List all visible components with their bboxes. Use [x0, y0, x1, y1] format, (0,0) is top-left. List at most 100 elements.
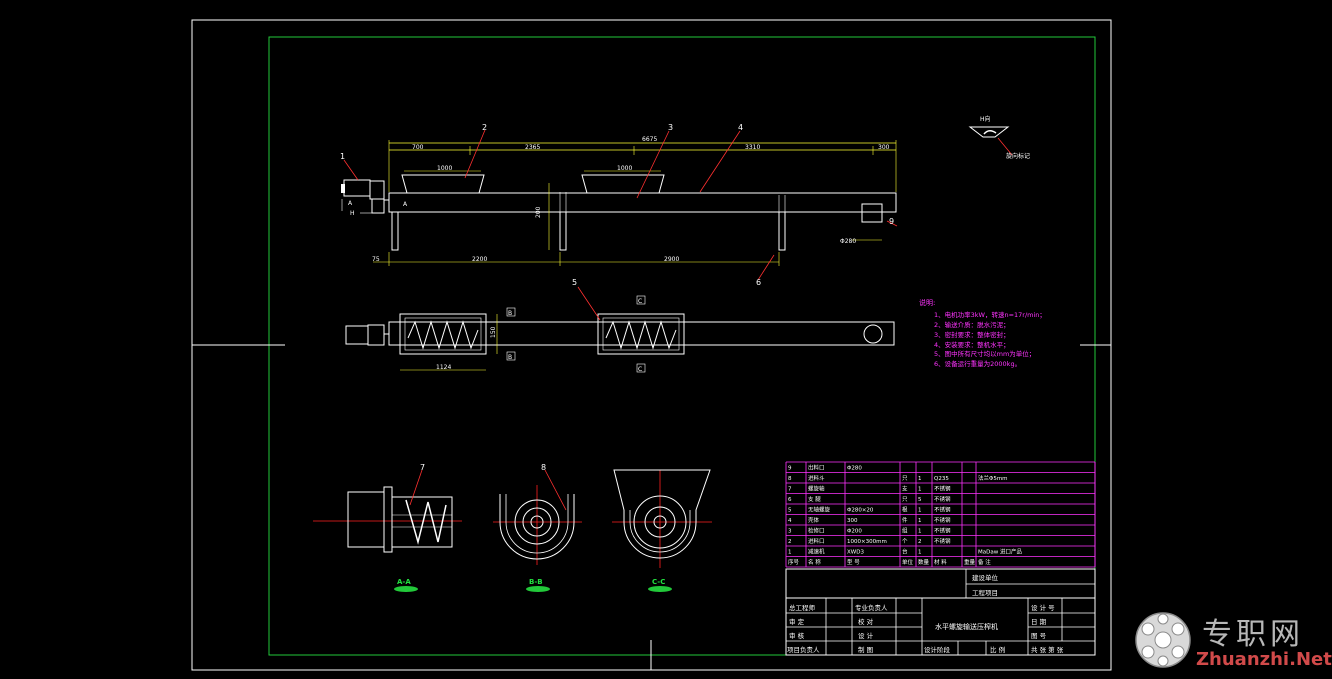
- bom-cell: 无轴螺旋: [808, 506, 831, 514]
- discharge-outlet: [861, 203, 883, 223]
- label-b-b: B-B: [529, 578, 543, 586]
- label-a-a: A-A: [397, 578, 411, 586]
- direction-symbol: H向 旋向标记: [968, 115, 1030, 160]
- bom-cell: 壳体: [808, 516, 820, 524]
- tb-project: 工程项目: [972, 588, 998, 597]
- bom-cell: 不锈钢: [934, 516, 951, 524]
- bom-header-cell: 单位: [902, 558, 914, 566]
- mark-b-top: B: [508, 310, 512, 317]
- watermark-en: Zhuanzhi.Net: [1196, 649, 1332, 670]
- bom-cell: MaDaw 进口产品: [978, 548, 1022, 556]
- tb-right-3: 图 号: [1031, 632, 1047, 640]
- tb-right-2: 日 期: [1031, 618, 1047, 626]
- bom-cell: Φ280×20: [847, 508, 874, 514]
- balloon-4: 4: [738, 123, 743, 132]
- bom-cell: 不锈钢: [934, 537, 951, 545]
- mark-a-left: A: [348, 200, 353, 207]
- bom-cell: 3: [788, 529, 792, 535]
- bom-cell: 组: [902, 527, 908, 535]
- note-line-4: 4、安装要求：整机水平；: [934, 340, 1010, 349]
- support-leg-3: [778, 211, 786, 251]
- top-view: 150 1124 B B C C 5: [345, 278, 895, 373]
- title-block: 建设单位 工程项目 总工程师 审 定 审 核 项目负责人 专业负责人 校 对 设…: [785, 568, 1096, 656]
- bom-cell: 6: [788, 497, 792, 503]
- note-line-5: 5、图中所有尺寸均以mm为单位；: [934, 349, 1035, 358]
- tb-mid-2: 校 对: [858, 617, 874, 626]
- mark-a-right: A: [403, 201, 408, 208]
- bom-cell: 进料口: [808, 537, 825, 545]
- dim-hopper-2: 1000: [617, 165, 632, 172]
- hopper-top-2: [597, 313, 685, 355]
- tb-drawing-name: 水平螺旋输送压榨机: [935, 622, 998, 631]
- bom-cell: 台: [902, 548, 908, 556]
- support-leg-1: [391, 211, 399, 251]
- section-b-b: 8 B-B: [493, 463, 582, 592]
- direction-note: 旋向标记: [1006, 152, 1030, 160]
- bom-cell: 个: [902, 538, 908, 545]
- direction-title: H向: [980, 115, 991, 123]
- dim-2900: 2900: [664, 256, 679, 263]
- note-line-3: 3、密封要求：整体密封；: [934, 330, 1010, 339]
- dim-300: 300: [878, 144, 890, 151]
- tb-scale: 比 例: [990, 645, 1005, 654]
- bom-cell: 螺旋轴: [808, 485, 825, 493]
- bom-cell: 2: [788, 539, 792, 545]
- bom-cell: 1: [918, 550, 922, 556]
- balloon-3: 3: [668, 123, 673, 132]
- bom-header-cell: 序号: [788, 558, 800, 566]
- note-line-2: 2、输送介质：脱水污泥；: [934, 320, 1010, 329]
- note-line-6: 6、设备运行重量为2000kg。: [934, 359, 1021, 368]
- dim-total: 6675: [642, 136, 657, 143]
- bom-cell: 1: [918, 508, 922, 514]
- conveyor-trough: [388, 192, 897, 213]
- bom-cell: 1000×300mm: [847, 539, 887, 545]
- bom-cell: 1: [918, 518, 922, 524]
- bom-cell: 支 腿: [808, 495, 821, 503]
- mark-h: H: [350, 210, 355, 217]
- balloon-6: 6: [756, 278, 761, 287]
- inlet-hopper-1: [401, 174, 485, 194]
- bom-cell: Φ200: [847, 529, 862, 535]
- section-a-a: 7 A-A: [313, 463, 462, 592]
- bom-cell: Φ280: [847, 466, 862, 472]
- balloon-5: 5: [572, 278, 577, 287]
- bom-cell: 支: [902, 485, 908, 493]
- balloon-8: 8: [541, 463, 546, 472]
- bom-cell: 根: [902, 506, 908, 514]
- dim-1124: 1124: [436, 364, 451, 371]
- bom-cell: 只: [902, 475, 908, 482]
- bom-header-cell: 名 称: [808, 558, 821, 566]
- tb-left-1: 总工程师: [789, 603, 816, 612]
- bom-cell: 8: [788, 476, 792, 482]
- balloon-1: 1: [340, 152, 345, 161]
- bom-cell: 件: [902, 516, 908, 524]
- tb-mid-3: 设 计: [858, 631, 874, 640]
- dim-150: 150: [490, 326, 497, 338]
- bom-cell: 不锈钢: [934, 527, 951, 535]
- tb-left-2: 审 定: [789, 617, 805, 626]
- bom-cell: 进料斗: [808, 474, 825, 482]
- motor: [343, 179, 371, 197]
- bom-header-cell: 数量: [918, 558, 930, 566]
- bom-cell: 7: [788, 487, 792, 493]
- screw-flight-1: [407, 320, 479, 350]
- bom-cell: 不锈钢: [934, 506, 951, 514]
- mark-c-bottom: C: [638, 366, 642, 373]
- note-line-1: 1、电机功率3kW，转速n=17r/min；: [934, 310, 1046, 319]
- bom-cell: 5: [788, 508, 792, 514]
- label-c-c: C-C: [652, 578, 665, 586]
- tb-mid-1: 专业负责人: [855, 603, 888, 612]
- dim-hopper-1: 1000: [437, 165, 452, 172]
- tb-right-4: 共 张 第 张: [1031, 645, 1064, 654]
- tb-left-4: 项目负责人: [787, 645, 820, 654]
- technical-notes: 说明: 1、电机功率3kW，转速n=17r/min； 2、输送介质：脱水污泥； …: [919, 298, 1046, 368]
- dim-75: 75: [372, 256, 380, 263]
- screw-flight-2: [605, 320, 677, 350]
- bom-header-cell: 材 料: [934, 558, 947, 566]
- dim-outlet: Φ280: [840, 238, 856, 245]
- bom-cell: 2: [918, 539, 922, 545]
- bom-cell: 1: [918, 476, 922, 482]
- dim-height: 200: [535, 206, 542, 218]
- tb-stage: 设计阶段: [924, 645, 951, 654]
